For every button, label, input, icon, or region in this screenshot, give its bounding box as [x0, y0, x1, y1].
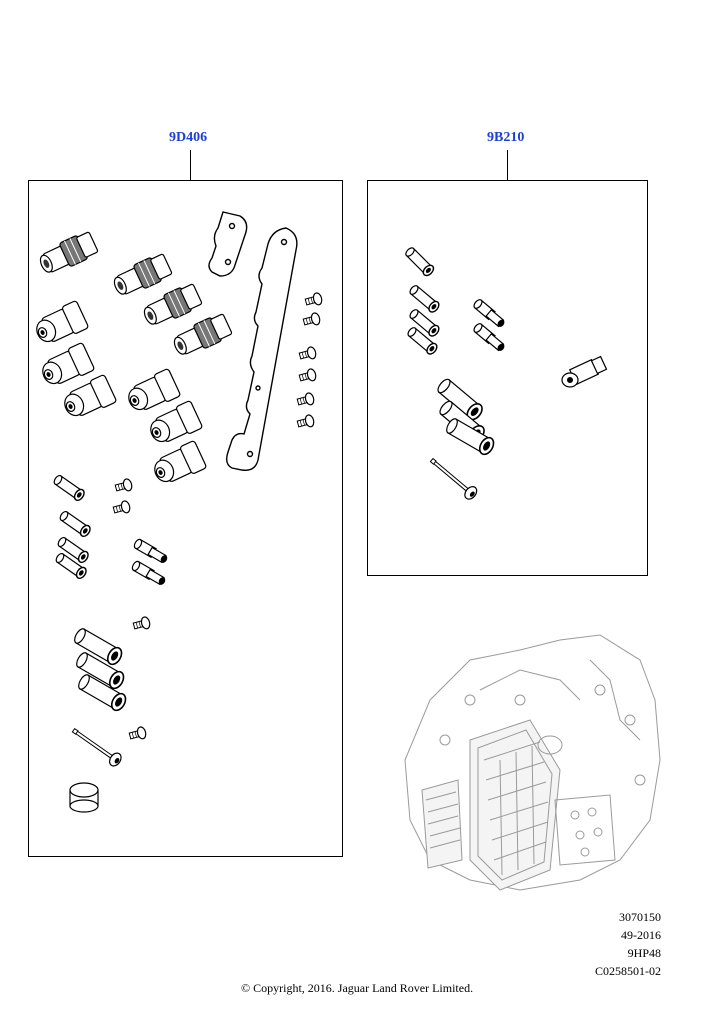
reference-number: 3070150 [619, 910, 661, 924]
callout-9b210[interactable]: 9B210 [487, 130, 525, 145]
sleeve-icon [51, 472, 170, 771]
reference-block: 3070150 49-2016 9HP48 C0258501-02 [595, 908, 661, 980]
sleeve-icon [402, 244, 508, 504]
reference-date: 49-2016 [621, 928, 661, 942]
leader-line-left [190, 150, 191, 180]
copyright-text: © Copyright, 2016. Jaguar Land Rover Lim… [241, 981, 474, 995]
gasket-icon [208, 211, 298, 471]
reference-code: C0258501-02 [595, 964, 661, 978]
kit-panel-9b210 [367, 180, 648, 576]
leader-line-right [507, 150, 508, 180]
callout-9d406[interactable]: 9D406 [169, 130, 208, 145]
reference-model: 9HP48 [627, 946, 661, 960]
bolt-icon [111, 291, 324, 743]
transmission-icon [404, 634, 661, 891]
solenoid-valve-icon [31, 229, 234, 489]
plug-cap-icon [69, 782, 99, 813]
pressure-sensor-icon [561, 355, 608, 388]
